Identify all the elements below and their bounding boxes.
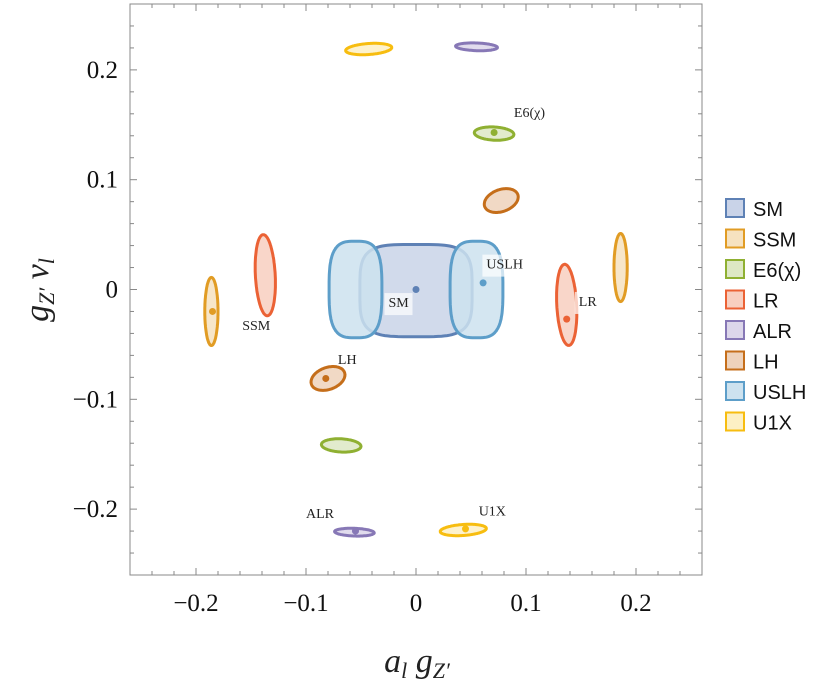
label-background <box>384 293 413 316</box>
region-lr <box>253 233 277 318</box>
legend-label: LR <box>753 291 779 313</box>
point-alr <box>352 527 359 535</box>
x-tick-label: 0.1 <box>510 590 541 617</box>
legend: SM SSM E6(χ) LR ALR LH USLH U1X <box>725 198 806 435</box>
legend-swatch <box>725 259 745 279</box>
legend-item-u1x: U1X <box>725 411 792 435</box>
legend-item-lh: LH <box>725 350 779 374</box>
region-uslh <box>327 239 384 340</box>
legend-item-uslh: USLH <box>725 381 806 404</box>
legend-swatch <box>725 228 745 249</box>
legend-item-e6: E6(χ) <box>725 259 801 282</box>
legend-swatch <box>725 289 745 310</box>
point-lh <box>322 374 330 382</box>
legend-swatch <box>725 198 745 218</box>
point-sm <box>412 286 420 293</box>
label-ssm: SSM <box>242 319 271 334</box>
x-axis-label: al gZ′ <box>384 643 451 681</box>
label-lh: LH <box>338 353 357 368</box>
legend-item-sm: SM <box>725 198 783 221</box>
legend-label: LH <box>753 352 779 374</box>
legend-label: U1X <box>753 413 792 435</box>
point-u1x <box>462 525 469 533</box>
label-e6: E6(χ) <box>514 106 545 121</box>
label-sm: SM <box>389 296 410 311</box>
legend-swatch <box>725 350 745 371</box>
y-axis-label: gZ′ vl <box>19 258 59 322</box>
y-tick-label: 0 <box>106 277 119 304</box>
x-tick-label: −0.2 <box>173 590 218 617</box>
y-tick-label: 0.2 <box>87 57 118 84</box>
region-lr <box>555 262 579 347</box>
legend-label: ALR <box>753 321 792 343</box>
legend-swatch <box>725 320 745 340</box>
label-uslh: USLH <box>486 258 523 273</box>
label-background <box>574 291 603 314</box>
legend-swatch <box>725 381 745 401</box>
axis-ticks: −0.2 −0.1 0 0.1 0.2 0.2 0.1 0 −0.1 −0.2 <box>73 4 702 617</box>
x-tick-label: −0.1 <box>283 590 328 617</box>
label-u1x: U1X <box>479 505 506 520</box>
legend-label: USLH <box>753 382 806 404</box>
point-ssm <box>209 307 216 315</box>
y-tick-label: 0.1 <box>87 167 118 194</box>
x-tick-label: 0 <box>410 590 423 617</box>
label-background <box>482 254 531 277</box>
y-tick-label: −0.1 <box>73 386 118 413</box>
point-uslh <box>479 279 487 287</box>
region-alr <box>454 41 499 53</box>
region-ssm <box>612 232 629 304</box>
data-labels: SM SSM E6(χ) LR ALR LH USLH U1X <box>242 106 603 522</box>
region-lh <box>482 187 520 214</box>
point-lr <box>563 315 571 323</box>
y-tick-label: −0.2 <box>73 496 118 523</box>
region-e6 <box>319 437 363 454</box>
legend-item-lr: LR <box>725 289 779 313</box>
legend-label: SM <box>753 199 783 221</box>
legend-swatch <box>725 411 745 432</box>
confidence-regions <box>203 41 629 538</box>
label-alr: ALR <box>306 507 335 522</box>
label-lr: LR <box>579 295 598 310</box>
point-e6 <box>490 128 498 136</box>
legend-label: SSM <box>753 230 796 252</box>
legend-item-alr: ALR <box>725 320 792 343</box>
region-u1x <box>344 41 394 57</box>
x-tick-label: 0.2 <box>620 590 651 617</box>
legend-item-ssm: SSM <box>725 228 796 252</box>
legend-label: E6(χ) <box>753 260 801 282</box>
